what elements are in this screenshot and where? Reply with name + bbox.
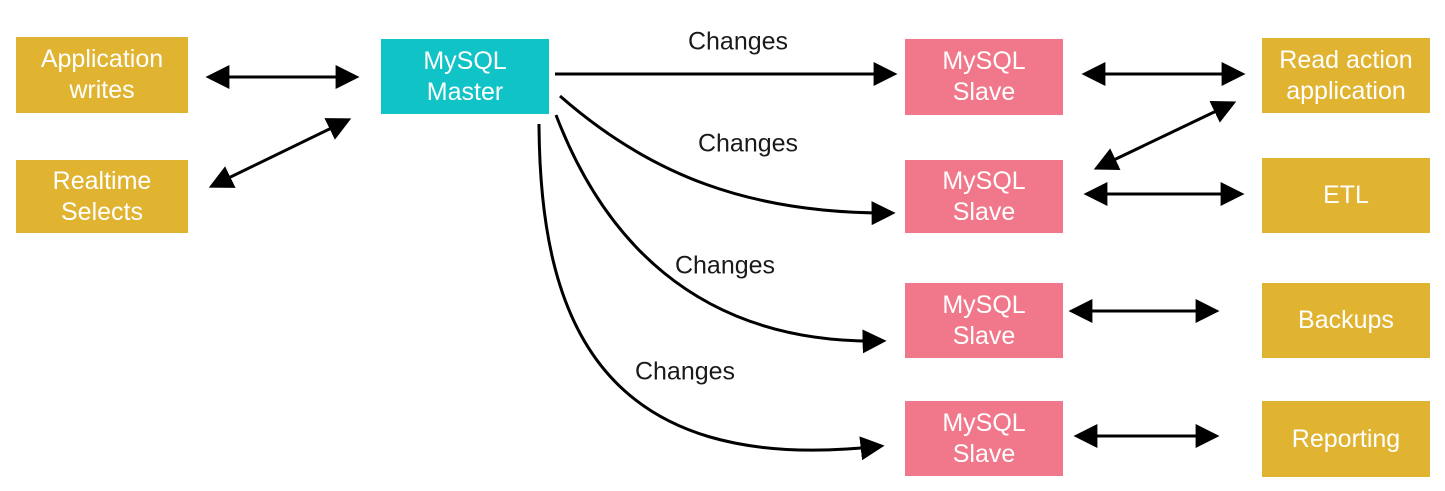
node-etl: ETL	[1262, 158, 1430, 233]
node-mysql-slave-2: MySQL Slave	[905, 160, 1063, 233]
node-reporting: Reporting	[1262, 401, 1430, 477]
edge-label-changes-2: Changes	[697, 129, 799, 158]
edge-label-changes-4: Changes	[634, 357, 736, 386]
node-mysql-slave-4: MySQL Slave	[905, 401, 1063, 476]
node-application-writes: Application writes	[16, 37, 188, 113]
node-read-action-application: Read action application	[1262, 38, 1430, 113]
node-mysql-slave-1: MySQL Slave	[905, 39, 1063, 115]
arrow-slave2-readaction	[1093, 100, 1237, 171]
node-mysql-slave-3: MySQL Slave	[905, 283, 1063, 358]
node-backups: Backups	[1262, 283, 1430, 358]
node-mysql-master: MySQL Master	[381, 39, 549, 114]
edge-label-changes-3: Changes	[674, 251, 776, 280]
edge-label-changes-1: Changes	[687, 27, 789, 56]
arrow-master-slave4	[537, 123, 885, 461]
arrow-realtime-master	[208, 118, 352, 188]
node-realtime-selects: Realtime Selects	[16, 160, 188, 233]
